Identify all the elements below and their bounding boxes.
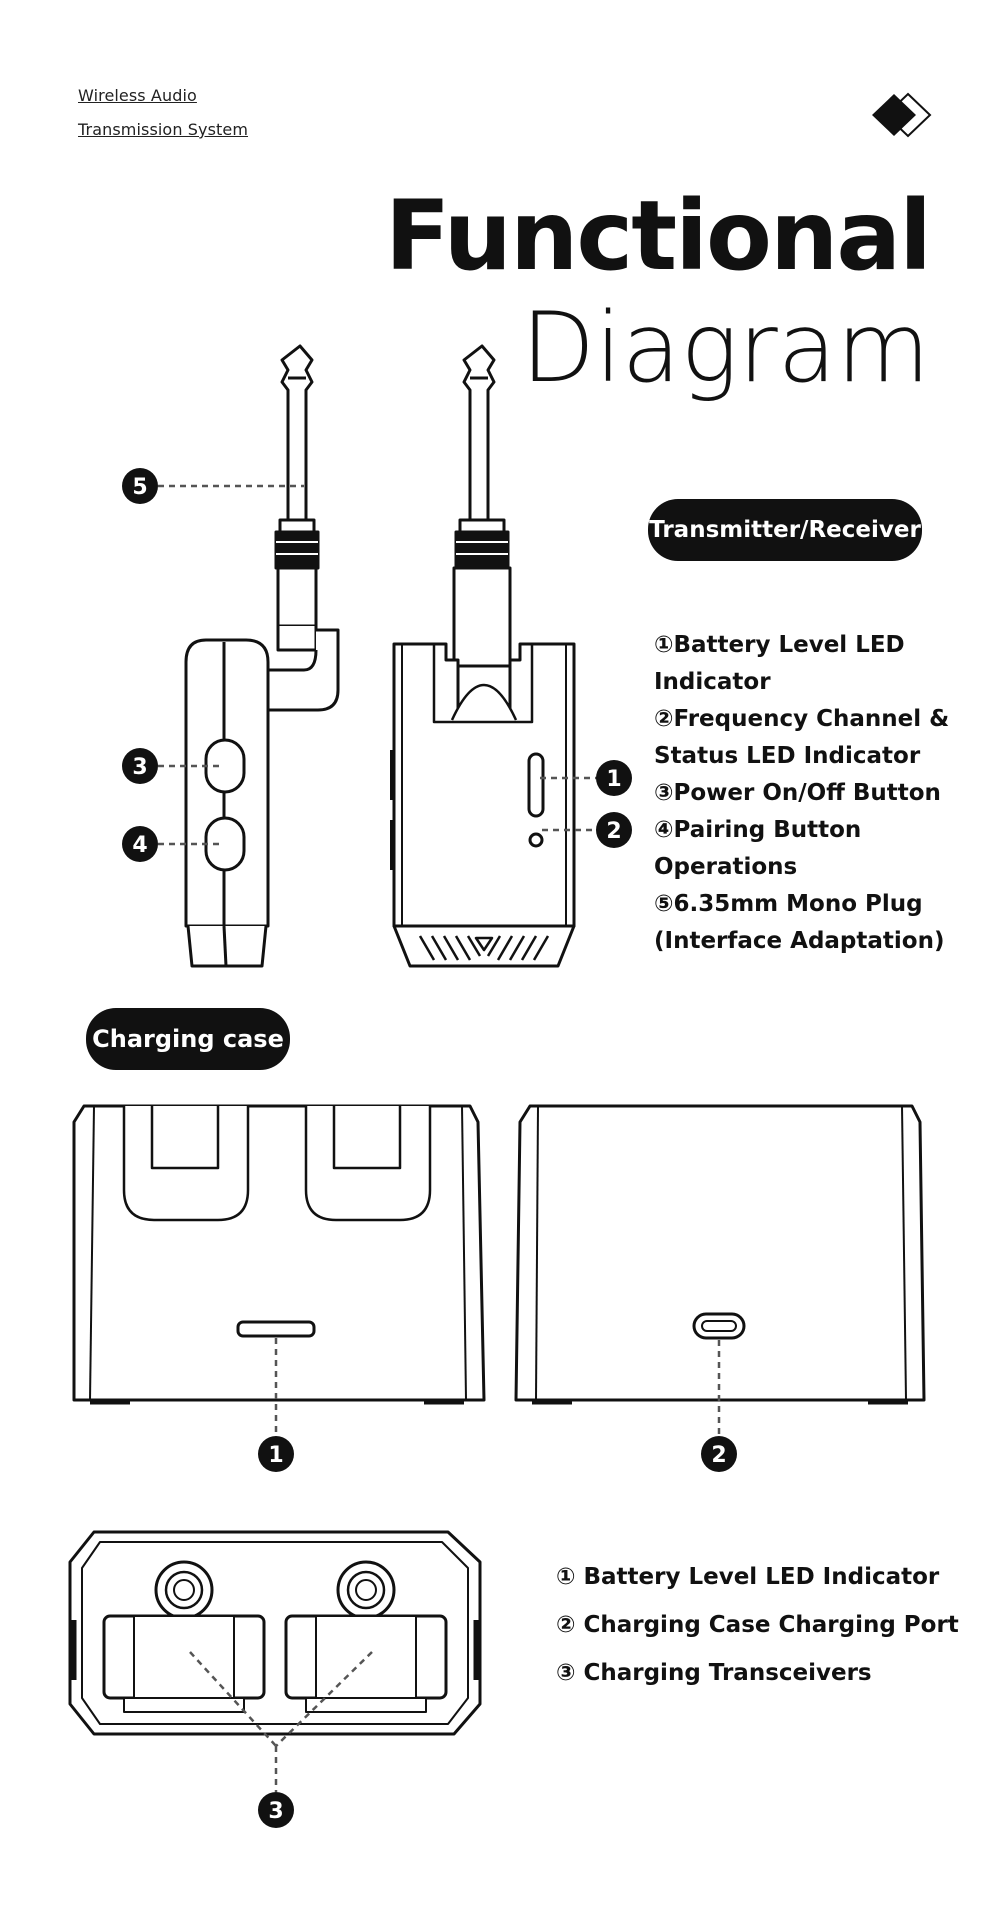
charging-case-front [72, 1104, 486, 1405]
charging-case-section-label: Charging case [86, 1008, 290, 1070]
front-view-body [390, 642, 576, 968]
charging-case-back [514, 1104, 926, 1405]
header-line-1: Wireless Audio [78, 86, 197, 105]
legend-line: Status LED Indicator [654, 743, 921, 769]
transceiver-legend: ①Battery Level LED Indicator ②Frequency … [654, 627, 974, 960]
legend-line: Indicator [654, 669, 771, 695]
svg-text:2: 2 [606, 819, 621, 844]
legend-line: ②Frequency Channel & [654, 706, 950, 732]
legend-line: ④Pairing Button [654, 817, 862, 843]
svg-text:2: 2 [711, 1443, 726, 1468]
charging-case-top-view: 3 [68, 1530, 482, 1828]
legend-line: (Interface Adaptation) [654, 928, 945, 954]
front-view-plug [452, 344, 512, 668]
svg-text:4: 4 [132, 833, 147, 858]
callout-2: 2 [596, 812, 632, 848]
legend-line: Operations [654, 854, 798, 880]
svg-text:5: 5 [132, 475, 147, 500]
transceiver-illustration: 5 3 4 1 2 [122, 344, 632, 968]
side-view-plug [264, 344, 340, 712]
charging-case-front-back: 1 2 [72, 1104, 926, 1472]
header-line-2: Transmission System [78, 120, 249, 139]
legend-line: ③Power On/Off Button [654, 780, 941, 806]
legend-line: ① Battery Level LED Indicator [556, 1564, 940, 1590]
svg-text:3: 3 [132, 755, 147, 780]
legend-line: ⑤6.35mm Mono Plug [654, 891, 923, 917]
page-title-bold: Functional [384, 180, 932, 292]
side-view-body [184, 638, 270, 968]
legend-line: ③ Charging Transceivers [556, 1660, 872, 1686]
callout-4: 4 [122, 826, 158, 862]
callout-3: 3 [258, 1792, 294, 1828]
svg-text:1: 1 [606, 767, 621, 792]
svg-text:3: 3 [268, 1799, 283, 1824]
legend-line: ①Battery Level LED [654, 632, 905, 658]
legend-line: ② Charging Case Charging Port [556, 1612, 959, 1638]
callout-1: 1 [258, 1436, 294, 1472]
callout-3: 3 [122, 748, 158, 784]
callout-2: 2 [701, 1436, 737, 1472]
svg-text:1: 1 [268, 1443, 283, 1468]
transceiver-section-label: Transmitter/Receiver [648, 499, 922, 561]
charging-case-legend: ① Battery Level LED Indicator ② Charging… [556, 1553, 976, 1697]
callout-5: 5 [122, 468, 158, 504]
callout-1: 1 [596, 760, 632, 796]
double-diamond-logo-icon [872, 92, 932, 138]
page-title-light: Diagram [521, 292, 930, 404]
